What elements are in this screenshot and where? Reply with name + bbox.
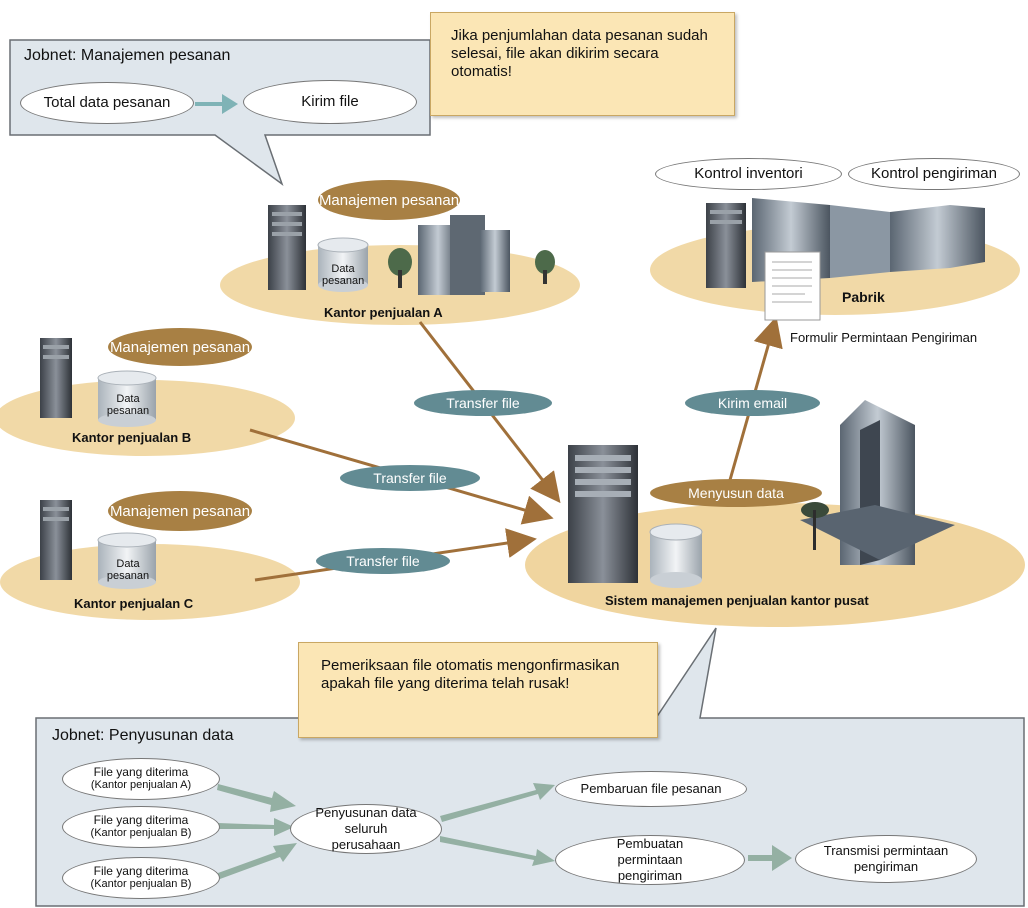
server-icon-hq: [568, 445, 638, 583]
received-file-c-line2: (Kantor penjualan B): [90, 878, 192, 890]
received-file-b-line2: (Kantor penjualan B): [90, 827, 192, 839]
transfer-file-b: Transfer file: [340, 465, 480, 491]
branch-b-badge: Manajemen pesanan: [108, 328, 252, 366]
received-file-b: File yang diterima (Kantor penjualan B): [62, 806, 220, 848]
received-file-a-line1: File yang diterima: [93, 765, 189, 779]
branch-b-db-label: Data pesanan: [106, 393, 150, 417]
database-icon-hq: [649, 523, 703, 588]
create-shipping-request: Pembuatan permintaan pengiriman: [555, 835, 745, 885]
flow-arrows: [217, 783, 792, 879]
top-note: Jika penjumlahan data pesanan sudah sele…: [430, 12, 735, 116]
received-file-b-line1: File yang diterima: [93, 813, 189, 827]
hq-label: Sistem manajemen penjualan kantor pusat: [605, 593, 869, 608]
database-icon-a: [317, 237, 369, 292]
received-file-a-line2: (Kantor penjualan A): [90, 779, 192, 791]
branch-a-badge: Manajemen pesanan: [318, 180, 460, 220]
bottom-panel-callout: [35, 627, 1025, 907]
bottom-panel-title: Jobnet: Penyusunan data: [52, 727, 234, 744]
transfer-file-a: Transfer file: [414, 390, 552, 416]
database-icon-b: [97, 370, 157, 427]
compile-company-data: Penyusunan data seluruh perusahaan: [290, 804, 442, 854]
top-panel-title: Jobnet: Manajemen pesanan: [24, 47, 231, 64]
send-email-pill: Kirim email: [685, 390, 820, 416]
shipping-request-form-label: Formulir Permintaan Pengiriman: [790, 330, 978, 345]
branch-c-label: Kantor penjualan C: [74, 596, 194, 611]
tag-inventory-control: Kontrol inventori: [655, 158, 842, 190]
step-total-order-data: Total data pesanan: [20, 82, 194, 124]
server-icon-b: [40, 338, 72, 418]
branch-c-db-label: Data pesanan: [106, 558, 150, 582]
branch-a-label: Kantor penjualan A: [324, 305, 443, 320]
received-file-c: File yang diterima (Kantor penjualan B): [62, 857, 220, 899]
transmit-shipping-request: Transmisi permintaan pengiriman: [795, 835, 977, 883]
received-file-c-line1: File yang diterima: [93, 864, 189, 878]
office-building-icon-a: [388, 215, 555, 295]
branch-a-db-label: Data pesanan: [322, 263, 365, 287]
server-icon-a: [268, 205, 306, 290]
branch-c-badge: Manajemen pesanan: [108, 491, 252, 531]
server-icon-factory: [706, 203, 746, 288]
database-icon-c: [97, 532, 157, 589]
hq-badge: Menyusun data: [650, 479, 822, 507]
factory-label: Pabrik: [842, 289, 885, 305]
update-order-file: Pembaruan file pesanan: [555, 771, 747, 807]
form-document-icon: [764, 251, 821, 321]
tag-shipping-control: Kontrol pengiriman: [848, 158, 1020, 190]
branch-b-label: Kantor penjualan B: [72, 430, 192, 445]
server-icon-c: [40, 500, 72, 580]
received-file-a: File yang diterima (Kantor penjualan A): [62, 758, 220, 800]
step-send-file: Kirim file: [243, 80, 417, 124]
hq-building-icon: [800, 400, 955, 565]
factory-building-icon: [752, 198, 985, 282]
transfer-file-c: Transfer file: [316, 548, 450, 574]
bottom-note: Pemeriksaan file otomatis mengonfirmasik…: [298, 642, 658, 738]
